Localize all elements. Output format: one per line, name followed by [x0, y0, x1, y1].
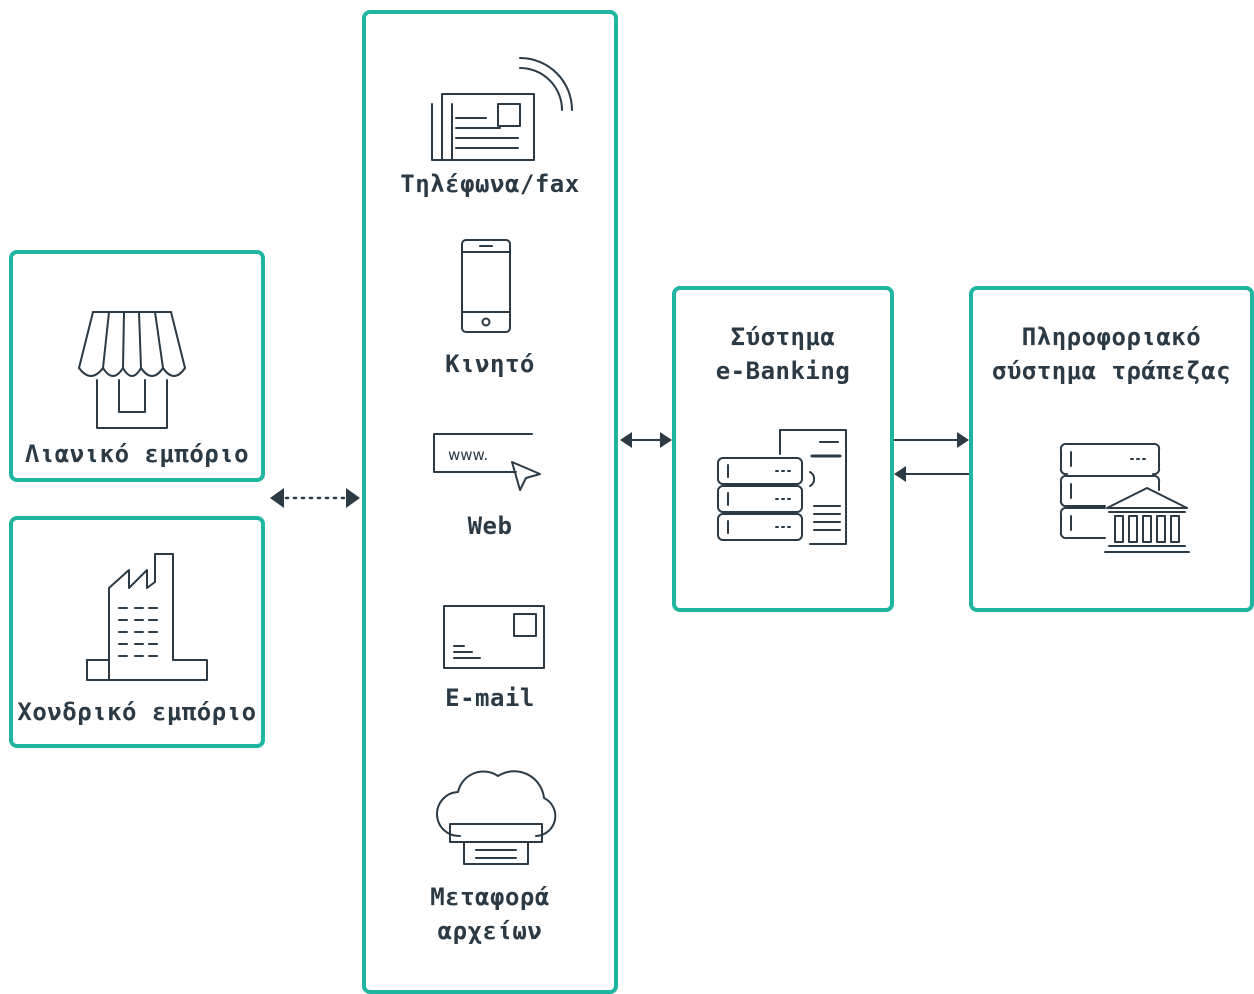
- channel-mobile-label: Κινητό: [445, 350, 535, 378]
- envelope-icon: [443, 605, 545, 669]
- server-bank-icon: [1059, 442, 1190, 553]
- channel-file-transfer-line1: Μεταφορά: [430, 883, 550, 911]
- ebanking-system-box: Σύστημα e-Banking: [672, 286, 894, 612]
- ebanking-label-line1: Σύστημα: [730, 323, 836, 351]
- web-browser-icon: [433, 433, 541, 491]
- channel-file-transfer-line2: αρχείων: [437, 917, 543, 945]
- channel-web-label: Web: [467, 512, 513, 540]
- channel-email-label: E-mail: [445, 684, 535, 712]
- ebanking-label: Σύστημα e-Banking: [676, 320, 890, 388]
- channel-file-transfer-label: Μεταφορά αρχείων: [366, 880, 614, 948]
- bank-system-label-line1: Πληροφοριακό: [1021, 323, 1202, 351]
- bank-system-label: Πληροφοριακό σύστημα τράπεζας: [973, 320, 1250, 388]
- businesses-channels-connector: [270, 488, 360, 508]
- retail-trade-box: Λιανικό εμπόριο: [9, 250, 265, 482]
- channel-fax-label: Τηλέφωνα/fax: [400, 170, 580, 198]
- wholesale-trade-label: Χονδρικό εμπόριο: [17, 698, 257, 726]
- ebanking-to-bank-arrow: [894, 432, 969, 448]
- web-icon-text: www.: [448, 446, 489, 464]
- server-document-icon: [717, 429, 847, 545]
- bank-to-ebanking-arrow: [894, 466, 969, 482]
- mobile-phone-icon: [461, 239, 511, 333]
- bank-system-label-line2: σύστημα τράπεζας: [991, 357, 1232, 385]
- fax-icon: [431, 57, 573, 161]
- channels-ebanking-connector: [620, 432, 672, 448]
- wholesale-trade-box: Χονδρικό εμπόριο: [9, 516, 265, 748]
- storefront-icon: [78, 311, 186, 429]
- retail-trade-label: Λιανικό εμπόριο: [24, 440, 250, 468]
- channels-box: Τηλέφωνα/fax Κινητό www. Web E-mail Μετα…: [362, 10, 618, 994]
- bank-information-system-box: Πληροφοριακό σύστημα τράπεζας: [969, 286, 1254, 612]
- ebanking-label-line2: e-Banking: [715, 357, 851, 385]
- cloud-file-transfer-icon: [436, 770, 557, 865]
- factory-icon: [86, 553, 208, 681]
